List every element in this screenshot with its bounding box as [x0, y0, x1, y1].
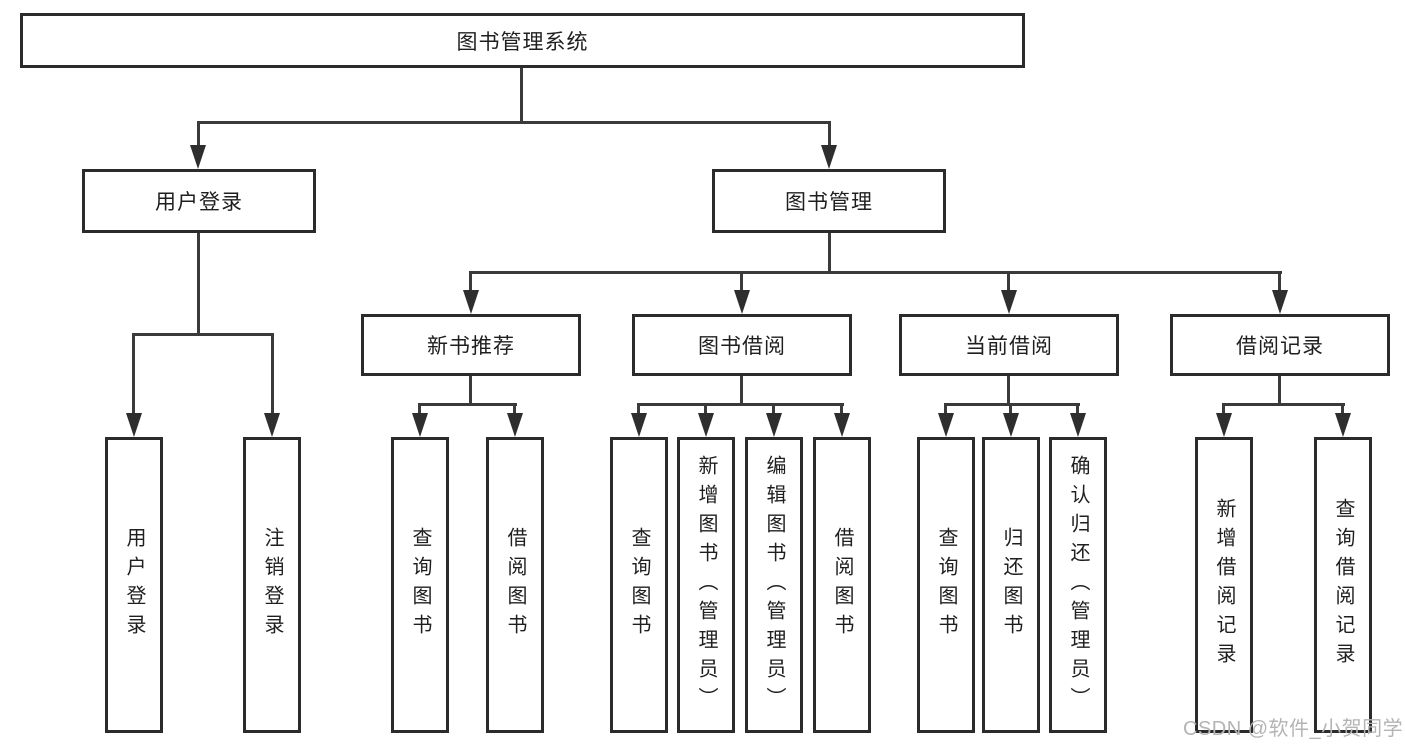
tree-connector	[513, 403, 516, 417]
tree-connector	[469, 271, 472, 292]
arrow-head	[1070, 413, 1086, 437]
leaf-label: 借阅图书	[504, 527, 526, 643]
leaf-label: 查询图书	[409, 527, 431, 643]
leaf-label: 借阅图书	[831, 527, 853, 643]
tree-connector	[132, 333, 274, 336]
node-book-borrow: 图书借阅	[632, 314, 852, 376]
leaf-add-borrow-record: 新增借阅记录	[1195, 437, 1253, 733]
arrow-head	[1335, 413, 1351, 437]
tree-connector	[740, 271, 743, 292]
tree-connector	[772, 403, 775, 417]
tree-connector	[1278, 376, 1281, 406]
leaf-query-books-borrow: 查询图书	[610, 437, 668, 733]
tree-connector	[740, 376, 743, 406]
leaf-user-login: 用户登录	[105, 437, 163, 733]
arrow-head	[507, 413, 523, 437]
arrow-head	[834, 413, 850, 437]
leaf-borrow-books-recommend: 借阅图书	[486, 437, 544, 733]
tree-connector	[944, 403, 1080, 406]
tree-connector	[197, 233, 200, 336]
tree-connector	[704, 403, 707, 417]
leaf-add-books-admin: 新增图书（管理员）	[677, 437, 735, 733]
leaf-logout: 注销登录	[243, 437, 301, 733]
node-current-borrow: 当前借阅	[899, 314, 1119, 376]
leaf-label: 查询借阅记录	[1332, 498, 1354, 672]
arrow-head	[1001, 290, 1017, 314]
node-new-book-recommend: 新书推荐	[361, 314, 581, 376]
tree-connector	[828, 121, 831, 148]
tree-connector	[469, 376, 472, 406]
leaf-label: 注销登录	[261, 527, 283, 643]
arrow-head	[463, 290, 479, 314]
tree-connector	[1222, 403, 1345, 406]
leaf-return-books: 归还图书	[982, 437, 1040, 733]
tree-connector	[132, 333, 135, 415]
leaf-label: 查询图书	[935, 527, 957, 643]
leaf-confirm-return-admin: 确认归还（管理员）	[1049, 437, 1107, 733]
tree-connector	[418, 403, 421, 417]
tree-connector	[1341, 403, 1344, 417]
tree-connector	[1222, 403, 1225, 417]
tree-connector	[637, 403, 844, 406]
arrow-head	[1003, 413, 1019, 437]
leaf-query-books-current: 查询图书	[917, 437, 975, 733]
arrow-head	[264, 413, 280, 437]
node-borrow-records: 借阅记录	[1170, 314, 1390, 376]
tree-connector	[637, 403, 640, 417]
arrow-head	[938, 413, 954, 437]
leaf-edit-books-admin: 编辑图书（管理员）	[745, 437, 803, 733]
leaf-label: 新增借阅记录	[1213, 498, 1235, 672]
arrow-head	[631, 413, 647, 437]
leaf-query-books-recommend: 查询图书	[391, 437, 449, 733]
leaf-label: 查询图书	[628, 527, 650, 643]
tree-connector	[1007, 376, 1010, 406]
tree-connector	[520, 68, 523, 124]
tree-connector	[1278, 271, 1281, 292]
leaf-label: 用户登录	[123, 527, 145, 643]
tree-connector	[197, 121, 831, 124]
leaf-label: 编辑图书（管理员）	[763, 454, 785, 716]
tree-connector	[271, 333, 274, 415]
node-library-system: 图书管理系统	[20, 13, 1025, 68]
tree-connector	[1076, 403, 1079, 417]
arrow-head	[766, 413, 782, 437]
arrow-head	[126, 413, 142, 437]
leaf-label: 新增图书（管理员）	[695, 454, 717, 716]
node-user-login: 用户登录	[82, 169, 316, 233]
leaf-borrow-books: 借阅图书	[813, 437, 871, 733]
arrow-head	[190, 145, 206, 169]
tree-connector	[1007, 271, 1010, 292]
node-book-management: 图书管理	[712, 169, 946, 233]
csdn-watermark: CSDN @软件_小贺同学	[1183, 718, 1404, 740]
leaf-label: 确认归还（管理员）	[1067, 454, 1089, 716]
arrow-head	[698, 413, 714, 437]
tree-connector	[944, 403, 947, 417]
arrow-head	[1216, 413, 1232, 437]
arrow-head	[1272, 290, 1288, 314]
tree-connector	[828, 233, 831, 274]
leaf-label: 归还图书	[1000, 527, 1022, 643]
tree-connector	[840, 403, 843, 417]
arrow-head	[734, 290, 750, 314]
tree-connector	[1009, 403, 1012, 417]
leaf-query-borrow-record: 查询借阅记录	[1314, 437, 1372, 733]
tree-connector	[197, 121, 200, 148]
tree-connector	[419, 403, 517, 406]
tree-connector	[470, 271, 1282, 274]
arrow-head	[821, 145, 837, 169]
arrow-head	[412, 413, 428, 437]
